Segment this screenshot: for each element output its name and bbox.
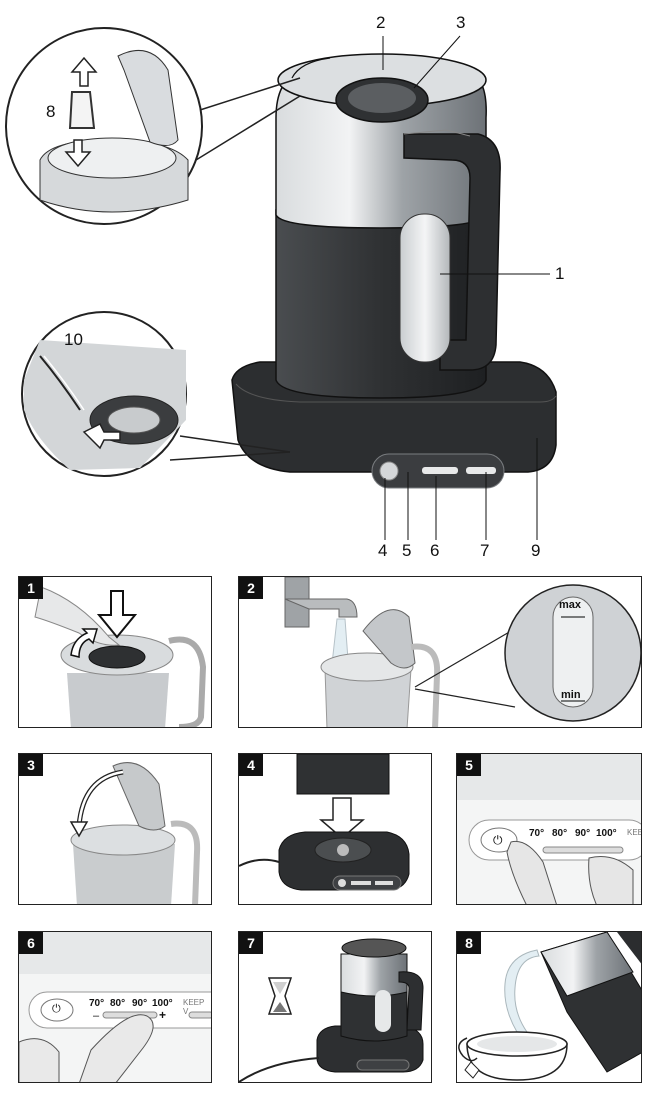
- step-panel-8: 8: [456, 931, 642, 1083]
- temp-80-label: 80°: [552, 828, 568, 839]
- callout-label: 6: [430, 541, 440, 560]
- callout-label: 2: [376, 13, 386, 32]
- wait-boiling-illustration: [239, 938, 424, 1082]
- power-button-illustration: [457, 754, 641, 904]
- callout-label: 9: [531, 541, 541, 560]
- temp-90-label: 90°: [575, 828, 591, 839]
- temp-80-label: 80°: [110, 998, 126, 1009]
- step-panel-4: 4: [238, 753, 432, 905]
- callout-label: 5: [402, 541, 412, 560]
- step-number: 1: [19, 577, 43, 599]
- callout-label: 3: [456, 13, 466, 32]
- temp-90-label: 90°: [132, 998, 148, 1009]
- hourglass-icon: [267, 977, 293, 1015]
- pour-tea-illustration: [458, 932, 641, 1081]
- callout-label: 1: [555, 264, 565, 283]
- fill-water-illustration: [284, 577, 641, 727]
- step-panel-5: 5 70° 80° 90° 100° KEEP ⏻: [456, 753, 642, 905]
- step-panel-1: 1: [18, 576, 212, 728]
- kettle-overview-illustration: [5, 27, 557, 540]
- minus-sign: –: [93, 1010, 100, 1022]
- keep-warm-label: KEEP: [627, 828, 641, 837]
- step-number: 8: [457, 932, 481, 954]
- step-number: 6: [19, 932, 43, 954]
- step-number: 4: [239, 754, 263, 776]
- min-mark-label: min: [561, 689, 581, 701]
- step-number: 5: [457, 754, 481, 776]
- callout-label: 7: [480, 541, 490, 560]
- close-lid-illustration: [69, 762, 201, 904]
- keep-warm-label: KEEP V: [183, 998, 205, 1016]
- callout-label: 4: [378, 541, 388, 560]
- temp-100-label: 100°: [596, 828, 617, 839]
- power-icon: ⏻: [493, 833, 503, 847]
- step-panel-7: 7: [238, 931, 432, 1083]
- step-panel-6: 6 70° 80° 90° 100° KEEP V – + ⏻: [18, 931, 212, 1083]
- callout-label: 8: [46, 102, 56, 121]
- temp-70-label: 70°: [529, 828, 545, 839]
- place-on-base-illustration: [239, 754, 410, 891]
- step-number: 2: [239, 577, 263, 599]
- plus-sign: +: [159, 1008, 167, 1022]
- step-panel-2: 2 max min: [238, 576, 642, 728]
- power-icon: ⏻: [52, 1003, 61, 1015]
- temp-70-label: 70°: [89, 998, 105, 1009]
- step-number: 7: [239, 932, 263, 954]
- temp-100-label: 100°: [152, 998, 173, 1009]
- step-number: 3: [19, 754, 43, 776]
- callout-label: 10: [64, 330, 83, 349]
- max-mark-label: max: [559, 599, 582, 611]
- press-lid-illustration: [34, 586, 207, 727]
- select-temperature-illustration: [19, 932, 211, 1082]
- step-panel-3: 3: [18, 753, 212, 905]
